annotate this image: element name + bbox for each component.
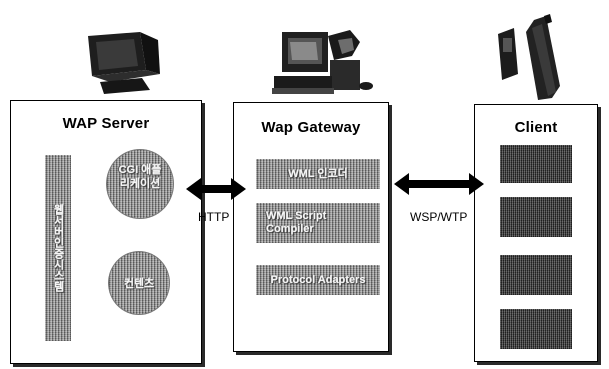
wsp-wtp-label: WSP/WTP [410, 210, 468, 224]
wap-server-panel: WAP Server 웹서버인증시스템 CGI 애플리케이션 컨텐츠 [10, 100, 202, 364]
wsp-wtp-link-arrow [394, 173, 484, 195]
client-device-block [500, 255, 572, 295]
gateway-item-wml-encoder: WML 인코더 [256, 159, 380, 189]
client-device-block [500, 309, 572, 349]
client-device-block [500, 197, 572, 237]
gateway-item-protocol-adapters: Protocol Adapters [256, 265, 380, 295]
server-auth-system-block: 웹서버인증시스템 [45, 155, 71, 341]
cgi-application-circle: CGI 애플리케이션 [106, 149, 174, 219]
http-label: HTTP [198, 210, 230, 224]
client-title: Client [514, 119, 558, 136]
client-device-block [500, 145, 572, 183]
http-link-arrow [186, 178, 246, 200]
gateway-item-wmlscript-compiler: WML Script Compiler [256, 203, 380, 243]
wap-server-title: WAP Server [62, 115, 150, 132]
workstation-computer-icon [272, 30, 373, 94]
client-panel: Client [474, 104, 598, 362]
desktop-monitor-icon [88, 32, 160, 94]
wap-gateway-panel: Wap Gateway WML 인코더 WML Script Compiler … [233, 102, 389, 352]
gateway-item-label: Protocol Adapters [270, 274, 366, 286]
wap-gateway-title: Wap Gateway [261, 119, 361, 136]
gateway-item-label: WML Script Compiler [266, 210, 327, 235]
mobile-phone-icon [498, 14, 560, 100]
server-auth-system-label: 웹서버인증시스템 [52, 204, 64, 292]
contents-label: 컨텐츠 [123, 278, 155, 290]
contents-circle: 컨텐츠 [108, 251, 170, 315]
cgi-application-label: CGI 애플리케이션 [118, 164, 162, 190]
gateway-item-label: WML 인코더 [288, 168, 348, 180]
